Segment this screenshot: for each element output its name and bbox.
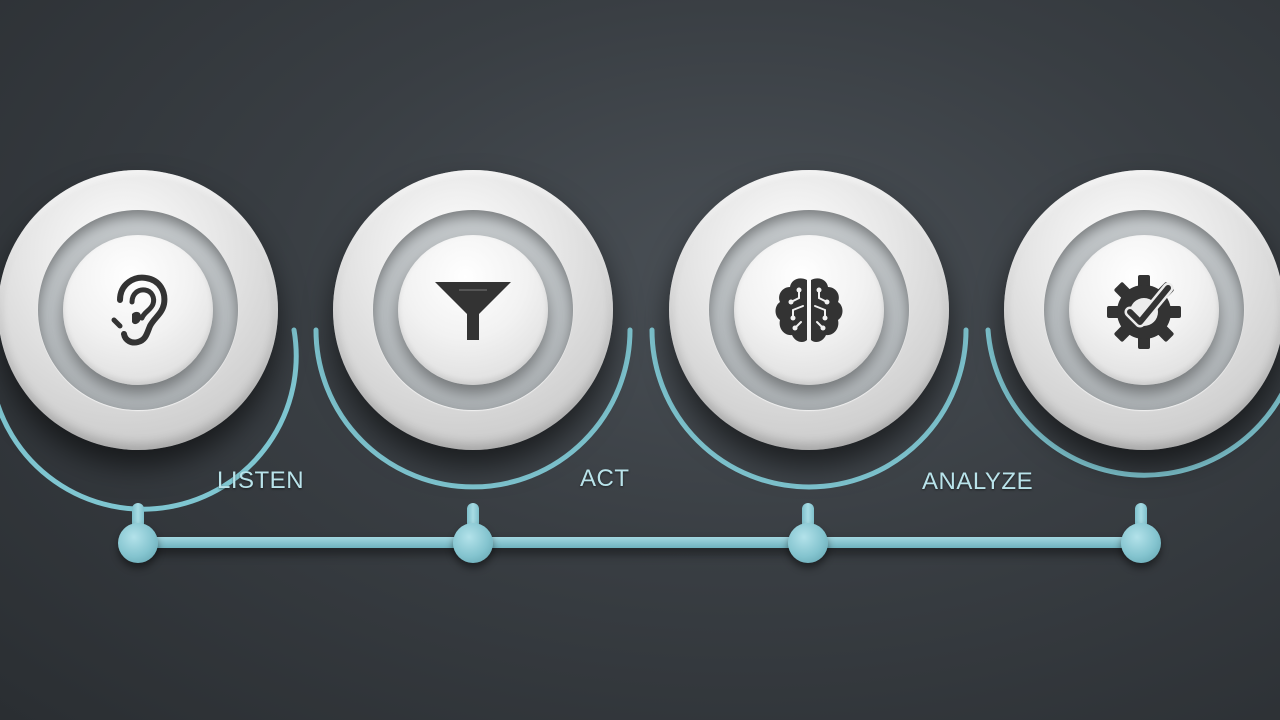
act-button[interactable] [333, 170, 613, 450]
node-dot [453, 523, 493, 563]
button-face [398, 235, 548, 385]
node-stem [1135, 503, 1147, 529]
step-label-listen: LISTEN [217, 467, 305, 494]
button-face [63, 235, 213, 385]
timeline-node-1[interactable] [118, 503, 158, 563]
button-face [734, 235, 884, 385]
timeline-node-2[interactable] [453, 503, 493, 563]
accent-arc-2 [313, 327, 633, 490]
node-stem [802, 503, 814, 529]
accent-arc-3 [649, 327, 969, 490]
timeline-node-3[interactable] [788, 503, 828, 563]
analyze-button[interactable] [669, 170, 949, 450]
node-dot [788, 523, 828, 563]
gear-check-icon [1107, 275, 1181, 349]
funnel-icon [435, 282, 511, 340]
step-label-analyze: ANALYZE [922, 468, 1034, 495]
node-stem [467, 503, 479, 529]
listen-button[interactable] [0, 170, 278, 450]
ear-icon [111, 274, 168, 346]
button-face [1069, 235, 1219, 385]
node-dot [1121, 523, 1161, 563]
accent-arc-4 [985, 327, 1280, 478]
brain-icon [775, 278, 843, 343]
accent-arc-1 [0, 327, 299, 512]
gear-check-button[interactable] [1004, 170, 1280, 450]
timeline-node-4[interactable] [1121, 503, 1161, 563]
node-stem [132, 503, 144, 529]
step-label-act: ACT [580, 465, 630, 492]
node-dot [118, 523, 158, 563]
timeline-bar [138, 537, 1142, 548]
